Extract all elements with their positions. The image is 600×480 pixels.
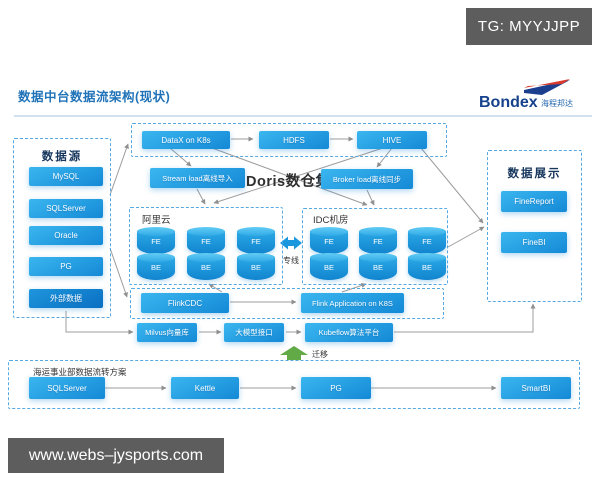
aliyun-title: 阿里云 (142, 215, 171, 226)
node-datax: DataX on K8s (142, 131, 230, 149)
node-finereport: FineReport (501, 191, 567, 212)
fe-cylinder: FE (187, 227, 225, 255)
aliyun-container: 阿里云 (129, 207, 283, 285)
node-stream-load: Stream load离线导入 (150, 168, 245, 188)
be-cylinder: BE (310, 253, 348, 281)
doris-title: Doris数仓集市 (246, 174, 346, 190)
logo-brand-cn-text: 海程邦达 (541, 98, 573, 108)
idc-title: IDC机房 (313, 215, 349, 226)
node-pg-legacy: PG (301, 377, 371, 399)
node-flink-app: Flink Application on K8S (301, 293, 404, 313)
watermark-top-text: TG: MYYJJPP (477, 18, 581, 35)
fe-cylinder: FE (359, 227, 397, 255)
node-hdfs: HDFS (259, 131, 329, 149)
node-smartbi: SmartBI (501, 377, 571, 399)
ingest-row-container: DataX on K8s HDFS HIVE (131, 123, 447, 157)
fe-cylinder: FE (310, 227, 348, 255)
node-broker-load: Broker load离线同步 (321, 169, 413, 189)
fe-cylinder: FE (408, 227, 446, 255)
be-cylinder: BE (359, 253, 397, 281)
legacy-title: 海运事业部数据流转方案 (33, 367, 127, 377)
watermark-bottom: www.webs–jysports.com (8, 438, 224, 473)
node-pg: PG (29, 257, 103, 276)
node-finebi: FineBI (501, 232, 567, 253)
watermark-top: TG: MYYJJPP (466, 8, 592, 45)
data-source-title: 数据源 (41, 151, 83, 163)
node-kettle: Kettle (171, 377, 239, 399)
node-mysql: MySQL (29, 167, 103, 186)
logo-sail-red-icon (524, 79, 570, 88)
node-oracle: Oracle (29, 226, 103, 245)
display-container: 数据展示 FineReport FineBI (487, 150, 582, 302)
fe-cylinder: FE (237, 227, 275, 255)
be-cylinder: BE (237, 253, 275, 281)
watermark-bottom-text: www.webs–jysports.com (28, 446, 204, 464)
bondex-logo: Bondex 海程邦达 (478, 76, 594, 112)
flink-container: FlinkCDC Flink Application on K8S (130, 288, 444, 319)
logo-brand-text: Bondex (479, 94, 538, 111)
data-source-container: 数据源 MySQL SQLServer Oracle PG 外部数据 (13, 138, 111, 318)
idc-container: IDC机房 (302, 208, 448, 285)
node-flinkcdc: FlinkCDC (141, 293, 229, 313)
display-title: 数据展示 (507, 168, 562, 180)
node-milvus: Milvus向量库 (137, 323, 197, 342)
node-sqlserver: SQLServer (29, 199, 103, 218)
be-cylinder: BE (187, 253, 225, 281)
fe-cylinder: FE (137, 227, 175, 255)
dedicated-line-label: 专线 (283, 256, 299, 265)
header-divider (14, 115, 592, 117)
migration-arrow-icon (280, 346, 308, 360)
node-kubeflow: Kubeflow算法平台 (305, 323, 393, 342)
node-hive: HIVE (357, 131, 427, 149)
node-sqlserver-legacy: SQLServer (29, 377, 105, 399)
node-llm-api: 大模型接口 (224, 323, 284, 342)
legacy-container: 海运事业部数据流转方案 SQLServer Kettle PG SmartBI (8, 360, 580, 409)
be-cylinder: BE (408, 253, 446, 281)
node-external-data: 外部数据 (29, 289, 103, 308)
page-title: 数据中台数据流架构(现状) (18, 90, 171, 104)
migration-label: 迁移 (312, 350, 328, 359)
dedicated-line-arrow-icon (280, 236, 302, 250)
be-cylinder: BE (137, 253, 175, 281)
